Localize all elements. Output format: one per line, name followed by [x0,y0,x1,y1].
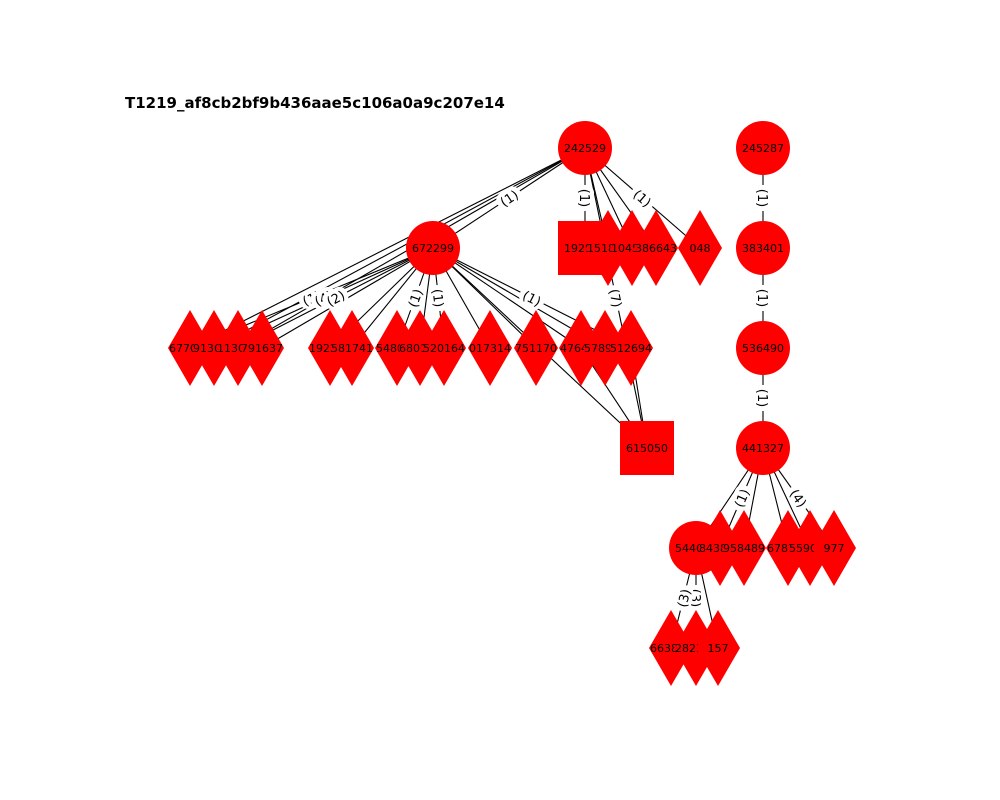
svg-text:(1): (1) [732,487,753,510]
node-label: 017314 [469,342,511,355]
edge-label: (1) [630,185,655,211]
edge-label: (7) [605,284,626,312]
node-label: 157 [708,642,729,655]
node-label: 958489 [723,542,765,555]
svg-text:(3): (3) [675,588,694,610]
edge-label: (4) [786,485,811,511]
node-label: 383401 [742,242,784,255]
edge-label: (1) [576,185,594,211]
edge-label: (1) [754,385,772,411]
node-386643: 386643 [634,210,678,286]
edge-672299-476405 [432,247,582,349]
node-label: 441327 [742,442,784,455]
node-label: 672299 [412,242,454,255]
node-label: 512694 [610,342,652,355]
edge-label: (2) [322,286,349,310]
node-label: 791637 [241,342,283,355]
node-520164: 520164 [422,310,466,386]
node-441327: 441327 [736,421,790,475]
node-label: 386643 [635,242,677,255]
svg-text:(2): (2) [325,288,348,310]
svg-text:(1): (1) [406,287,426,309]
node-label: 048 [690,242,711,255]
node-791637: 791637 [240,310,284,386]
edge-label: (1) [429,284,449,312]
node-536490: 536490 [736,321,790,375]
node-label: 751170 [515,342,557,355]
node-label: 581741 [331,342,373,355]
edge-242529-677058 [189,147,586,349]
node-958489: 958489 [722,510,766,586]
edge-label: (1) [519,286,545,310]
svg-text:(1): (1) [576,189,591,207]
node-242529: 242529 [558,121,612,175]
edge-label: (1) [404,284,427,312]
svg-text:(1): (1) [754,389,769,407]
node-label: 520164 [423,342,465,355]
node-048: 048 [678,210,722,286]
node-383401: 383401 [736,221,790,275]
node-581741: 581741 [330,310,374,386]
node-751170: 751170 [514,310,558,386]
node-672299: 672299 [406,221,460,275]
node-label: 977 [824,542,845,555]
svg-text:(7): (7) [605,288,623,309]
node-label: 536490 [742,342,784,355]
node-label: 245287 [742,142,784,155]
edge-242529-913607 [213,147,586,349]
edge-label: (1) [730,485,753,511]
node-157: 157 [696,610,740,686]
node-label: 615050 [626,442,668,455]
node-977: 977 [812,510,856,586]
edge-label: (1) [754,285,772,311]
edge-label: (3) [673,584,694,612]
node-512694: 512694 [609,310,653,386]
svg-text:(1): (1) [754,189,769,207]
graph-title: T1219_af8cb2bf9b436aae5c106a0a9c207e14 [125,94,505,112]
node-245287: 245287 [736,121,790,175]
node-615050: 615050 [620,421,674,475]
edge-label: (1) [754,185,772,211]
svg-text:(1): (1) [754,289,769,307]
svg-text:(1): (1) [520,288,543,310]
node-label: 242529 [564,142,606,155]
node-017314: 017314 [468,310,512,386]
svg-text:(1): (1) [429,288,446,308]
edge-label: (1) [496,186,522,211]
